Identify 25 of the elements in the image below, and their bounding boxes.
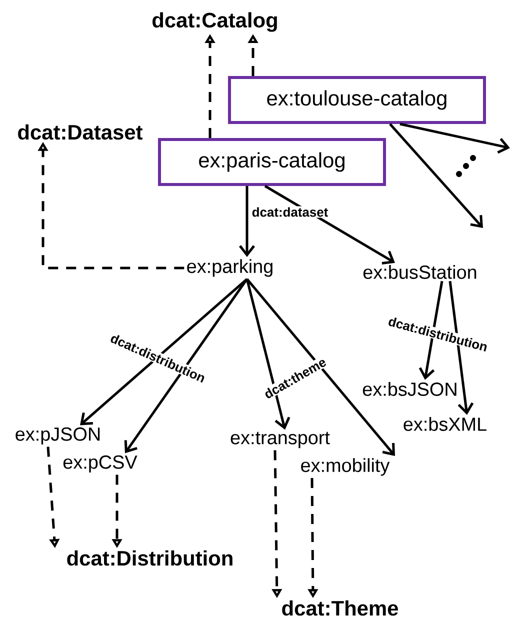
resource-label: ex:bsJSON [362,382,456,396]
arrow [418,280,444,380]
arrow [264,184,395,264]
arrow [124,278,248,454]
class-label: dcat:Catalog [152,12,277,32]
arrow [80,278,248,426]
arrow [400,122,510,154]
arrow [246,278,290,430]
catalog-box: ex:toulouse-catalog [228,76,486,124]
edge-label: dcat:dataset [250,206,330,218]
resource-label: ex:bsXML [404,417,486,431]
arrow [239,186,255,257]
resource-label: ex:transport [230,432,330,448]
arrow [246,278,395,456]
resource-label: ex:parking [187,259,272,277]
arrow [448,280,474,415]
resource-label: ex:mobility [301,458,390,476]
catalog-box: ex:paris-catalog [158,138,386,186]
class-label: dcat:Distribution [67,550,232,566]
resource-label: ex:pCSV [63,455,138,473]
class-label: dcat:Dataset [18,124,143,140]
class-label: dcat:Theme [282,600,398,616]
resource-label: ex:pJSON [16,427,100,445]
resource-label: ex:busStation [363,265,476,279]
arrow [389,123,483,228]
